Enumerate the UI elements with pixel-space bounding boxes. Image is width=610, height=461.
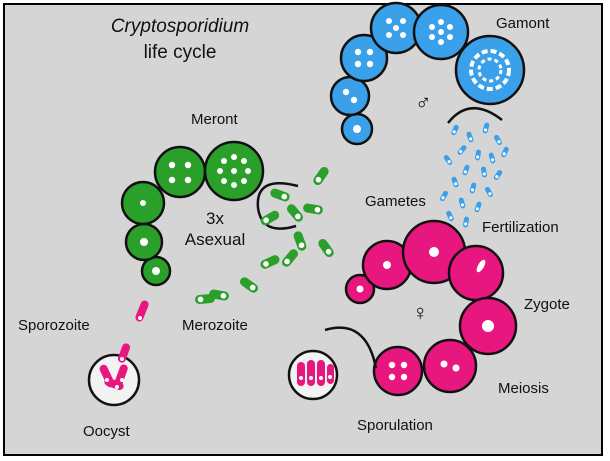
zygote-cell [422, 338, 478, 394]
release-membrane-meront [256, 182, 299, 230]
merozoite [313, 166, 329, 186]
title-line-2: life cycle [143, 42, 217, 63]
merozoite [286, 204, 304, 222]
gamete [458, 197, 466, 209]
microgamete-ring [469, 49, 511, 91]
gamete [474, 149, 482, 161]
gamete [501, 146, 509, 158]
label-meront: Meront [191, 111, 238, 128]
merozoite [293, 231, 307, 251]
asexual-cycle-label: 3x Asexual [180, 208, 250, 250]
gamete [488, 152, 496, 164]
release-membrane-male [447, 106, 503, 124]
zygote-chain [344, 219, 518, 397]
gamete [440, 190, 448, 202]
release-membrane-sporulation [324, 326, 378, 369]
sporulated-oocyst [287, 349, 339, 401]
gamete [451, 176, 459, 188]
merozoites [195, 166, 334, 304]
male-cell [339, 33, 389, 83]
gamete [480, 166, 488, 178]
merozoite [303, 203, 323, 215]
gamete [446, 210, 454, 222]
male-cell [329, 75, 371, 117]
gamete [466, 131, 474, 143]
gamete [469, 182, 477, 194]
zygote-cell [447, 244, 505, 302]
female-symbol: ♀ [412, 300, 429, 325]
merozoite [239, 277, 259, 293]
merozoite [260, 255, 280, 269]
label-zygote: Zygote [524, 296, 570, 313]
label-gametes: Gametes [365, 193, 426, 210]
male-gametes [436, 122, 509, 236]
gamete [443, 155, 453, 165]
label-gamont: Gamont [496, 15, 550, 32]
label-sporozoite: Sporozoite [18, 317, 90, 334]
male-nuclei [342, 18, 453, 133]
gamete [485, 186, 493, 198]
gamete [482, 122, 490, 134]
diagram-title: Cryptosporidium life cycle [60, 14, 300, 66]
meront-cell [153, 145, 207, 199]
label-fertilization: Fertilization [482, 219, 559, 236]
asexual-text: Asexual [184, 230, 246, 249]
male-symbol: ♂ [415, 90, 432, 115]
male-cell [454, 34, 526, 106]
title-line-1: Cryptosporidium [110, 16, 250, 37]
gamete [457, 145, 467, 155]
oocyst [87, 353, 141, 407]
gamete [462, 164, 470, 176]
label-meiosis: Meiosis [498, 380, 549, 397]
sporozoites [117, 300, 149, 363]
gamete [494, 134, 502, 146]
gamete [462, 216, 470, 228]
label-sporulation: Sporulation [357, 417, 433, 434]
gamete [451, 124, 459, 136]
asexual-count: 3x [206, 209, 224, 228]
zygote-nuclei [356, 247, 494, 381]
gamete [493, 170, 503, 180]
merozoite [260, 210, 280, 226]
merozoite [281, 249, 299, 267]
label-oocyst: Oocyst [83, 423, 130, 440]
zygote-cell [372, 345, 424, 397]
merozoite [195, 294, 215, 304]
merozoite [270, 188, 290, 202]
label-merozoite: Merozoite [182, 317, 248, 334]
gamete [474, 201, 482, 213]
merozoite [318, 238, 334, 258]
meront-nuclei [140, 154, 251, 275]
